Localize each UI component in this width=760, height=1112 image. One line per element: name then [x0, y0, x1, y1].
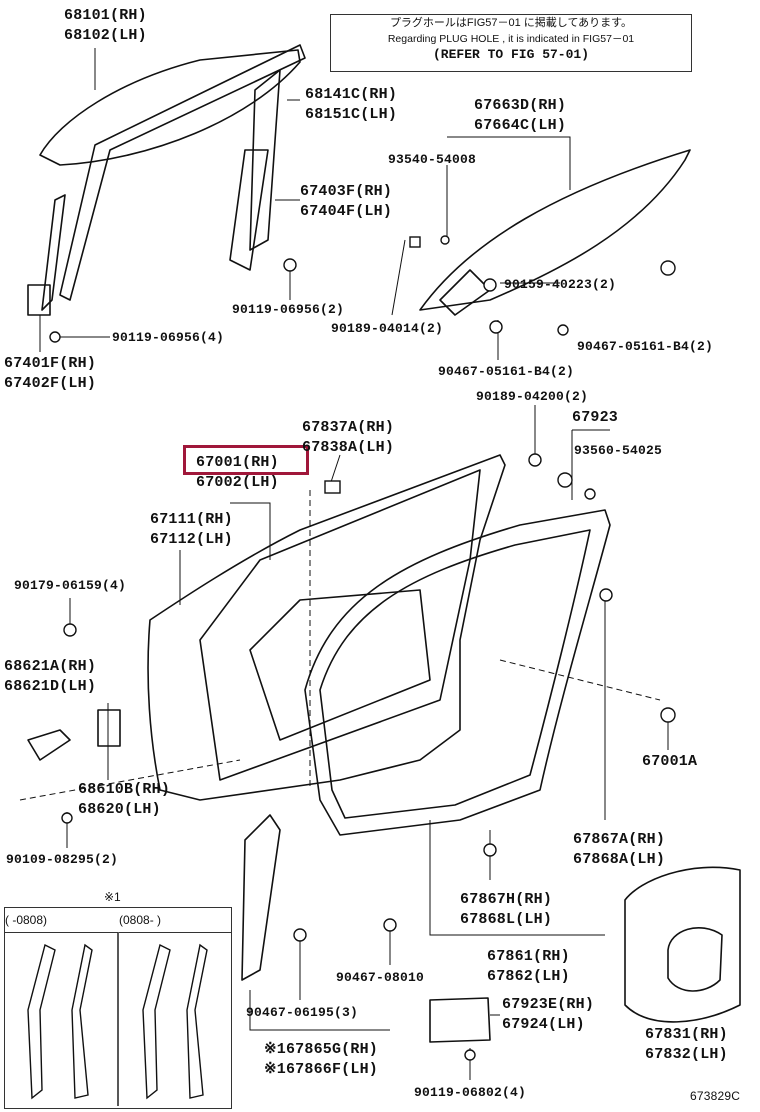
part-label[interactable]: ※167865G(RH): [264, 1041, 378, 1058]
part-label[interactable]: 93540-54008: [388, 152, 477, 167]
part-label[interactable]: 67923: [572, 409, 619, 426]
part-label[interactable]: 67401F(RH): [4, 355, 97, 372]
inset-box: ( -0808) (0808- ): [4, 907, 232, 1109]
part-label-highlighted[interactable]: 67001(RH): [196, 454, 279, 471]
part-label[interactable]: 68620(LH): [78, 801, 161, 818]
note-line-2: Regarding PLUG HOLE , it is indicated in…: [387, 33, 635, 45]
part-label[interactable]: 67868A(LH): [573, 851, 666, 868]
part-label[interactable]: 68101(RH): [64, 7, 147, 24]
part-label[interactable]: 67403F(RH): [300, 183, 393, 200]
part-label[interactable]: 67001A: [642, 753, 698, 770]
part-label[interactable]: 67867H(RH): [460, 891, 553, 908]
part-label[interactable]: 90179-06159(4): [14, 578, 127, 593]
part-label[interactable]: 90109-08295(2): [6, 852, 119, 867]
part-label[interactable]: 68610B(RH): [78, 781, 171, 798]
part-label[interactable]: 90467-08010: [336, 970, 425, 985]
part-label[interactable]: 67923E(RH): [502, 996, 595, 1013]
part-label[interactable]: 68621D(LH): [4, 678, 97, 695]
inset-ref-mark: ※1: [104, 890, 121, 904]
part-label[interactable]: 67832(LH): [645, 1046, 728, 1063]
part-label[interactable]: 67404F(LH): [300, 203, 393, 220]
part-label[interactable]: 90467-06195(3): [246, 1005, 359, 1020]
part-label[interactable]: 67831(RH): [645, 1026, 728, 1043]
inset-header-col1: ( -0808): [5, 908, 118, 933]
part-label[interactable]: 68151C(LH): [305, 106, 398, 123]
part-label[interactable]: 90467-05161-B4(2): [438, 364, 575, 379]
part-label[interactable]: 90119-06802(4): [414, 1085, 527, 1100]
part-label[interactable]: 67664C(LH): [474, 117, 567, 134]
note-line-1: プラグホールはFIG57－01 に掲載してあります。: [389, 17, 633, 29]
figure-number: 673829C: [690, 1089, 741, 1103]
part-label[interactable]: 67112(LH): [150, 531, 233, 548]
note-line-3: (REFER TO FIG 57-01): [432, 47, 590, 62]
part-label[interactable]: 68621A(RH): [4, 658, 97, 675]
part-label[interactable]: ※167866F(LH): [264, 1061, 378, 1078]
part-label[interactable]: 90467-05161-B4(2): [577, 339, 714, 354]
part-label[interactable]: 90189-04014(2): [331, 321, 444, 336]
part-label[interactable]: 68141C(RH): [305, 86, 398, 103]
inset-header-col2: (0808- ): [119, 908, 231, 933]
part-label[interactable]: 67002(LH): [196, 474, 279, 491]
part-label[interactable]: 68102(LH): [64, 27, 147, 44]
part-label[interactable]: 67663D(RH): [474, 97, 567, 114]
highlight-box: [183, 445, 309, 475]
part-label[interactable]: 93560-54025: [574, 443, 663, 458]
part-label[interactable]: 90119-06956(4): [112, 330, 225, 345]
part-label[interactable]: 67111(RH): [150, 511, 233, 528]
part-label[interactable]: 67862(LH): [487, 968, 570, 985]
part-label[interactable]: 67838A(LH): [302, 439, 395, 456]
part-label[interactable]: 67867A(RH): [573, 831, 666, 848]
part-label[interactable]: 67837A(RH): [302, 419, 395, 436]
note-box: プラグホールはFIG57－01 に掲載してあります。 Regarding PLU…: [330, 14, 692, 72]
part-label[interactable]: 67861(RH): [487, 948, 570, 965]
part-label[interactable]: 90119-06956(2): [232, 302, 345, 317]
part-label[interactable]: 67868L(LH): [460, 911, 553, 928]
part-label[interactable]: 90159-40223(2): [504, 277, 617, 292]
part-label[interactable]: 67402F(LH): [4, 375, 97, 392]
part-label[interactable]: 67924(LH): [502, 1016, 585, 1033]
part-label[interactable]: 90189-04200(2): [476, 389, 589, 404]
